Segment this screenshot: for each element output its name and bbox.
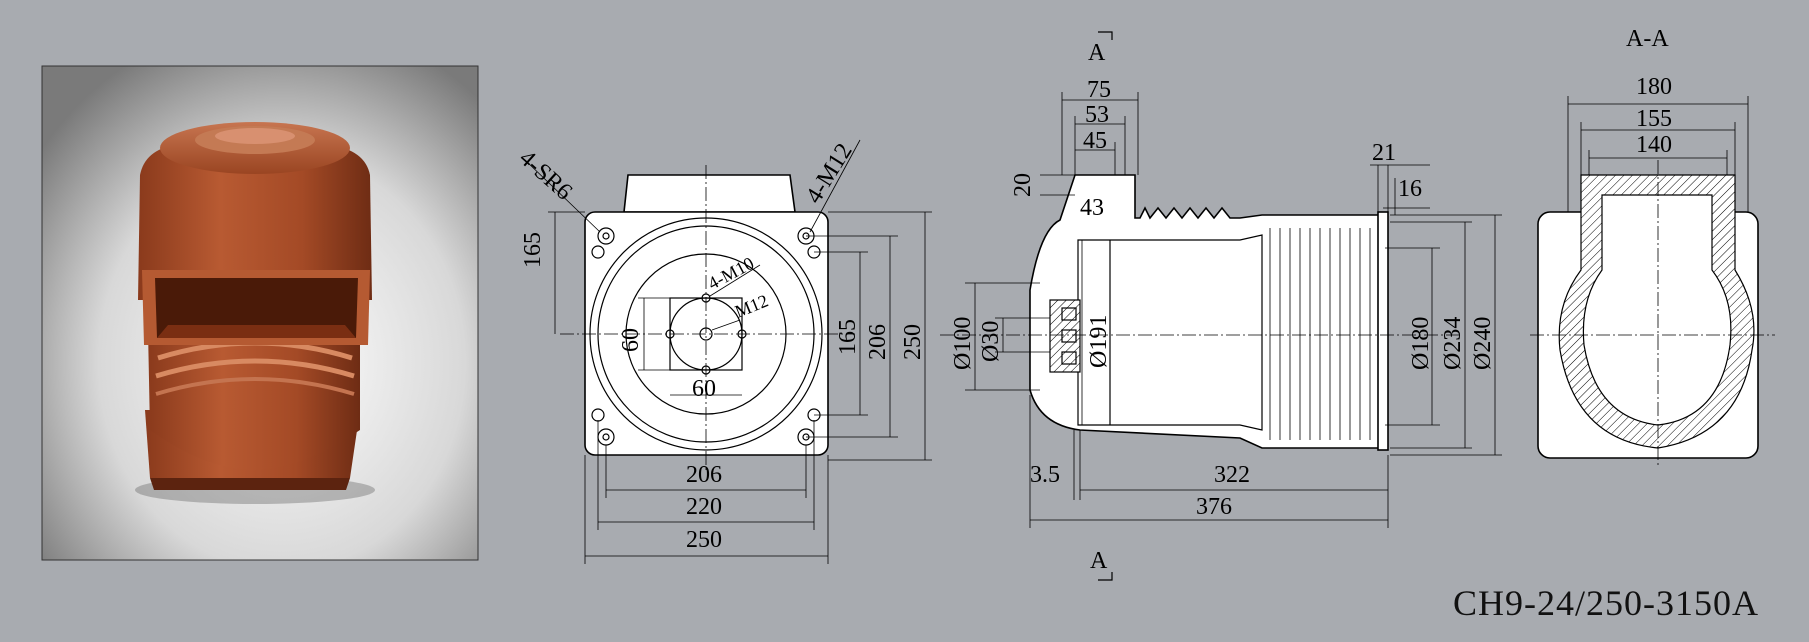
label-53: 53 <box>1085 102 1109 128</box>
label-60-vertical: 60 <box>618 328 644 352</box>
product-photo <box>41 65 479 561</box>
label-165-right: 165 <box>835 319 861 355</box>
front-view: 4-SR6 4-M12 4-M10 M12 165 60 60 165 206 … <box>514 139 932 564</box>
label-220-bottom: 220 <box>686 494 722 520</box>
label-206-right: 206 <box>865 324 891 360</box>
section-view: A-A 180 155 140 <box>1530 26 1775 468</box>
side-view: A A <box>940 31 1502 581</box>
label-43: 43 <box>1080 195 1104 221</box>
section-title: A-A <box>1626 26 1669 52</box>
label-4-m12: 4-M12 <box>801 139 858 208</box>
label-dia180: Ø180 <box>1408 317 1434 370</box>
label-376: 376 <box>1196 494 1232 520</box>
label-dia234: Ø234 <box>1440 317 1466 370</box>
label-165-left: 165 <box>520 232 546 268</box>
label-4-sr6: 4-SR6 <box>514 145 577 205</box>
label-20: 20 <box>1010 173 1036 197</box>
section-mark-a-top: A <box>1088 40 1106 66</box>
label-206-bottom: 206 <box>686 462 722 488</box>
label-155: 155 <box>1636 106 1672 132</box>
label-dia240: Ø240 <box>1470 317 1496 370</box>
label-dia30: Ø30 <box>978 321 1004 362</box>
model-number: CH9-24/250-3150A <box>1453 583 1759 623</box>
label-3-5: 3.5 <box>1030 462 1060 488</box>
label-180: 180 <box>1636 74 1672 100</box>
label-dia100: Ø100 <box>950 317 976 370</box>
label-dia191: Ø191 <box>1086 315 1112 368</box>
label-60-horizontal: 60 <box>692 376 716 402</box>
label-322: 322 <box>1214 462 1250 488</box>
label-250-right: 250 <box>900 324 926 360</box>
label-250-bottom: 250 <box>686 527 722 553</box>
label-140: 140 <box>1636 132 1672 158</box>
label-21: 21 <box>1372 140 1396 166</box>
label-45: 45 <box>1083 128 1107 154</box>
label-75: 75 <box>1087 77 1111 103</box>
bellows-fins <box>1269 228 1371 440</box>
label-16: 16 <box>1398 176 1422 202</box>
section-mark-a-bottom: A <box>1090 548 1108 574</box>
